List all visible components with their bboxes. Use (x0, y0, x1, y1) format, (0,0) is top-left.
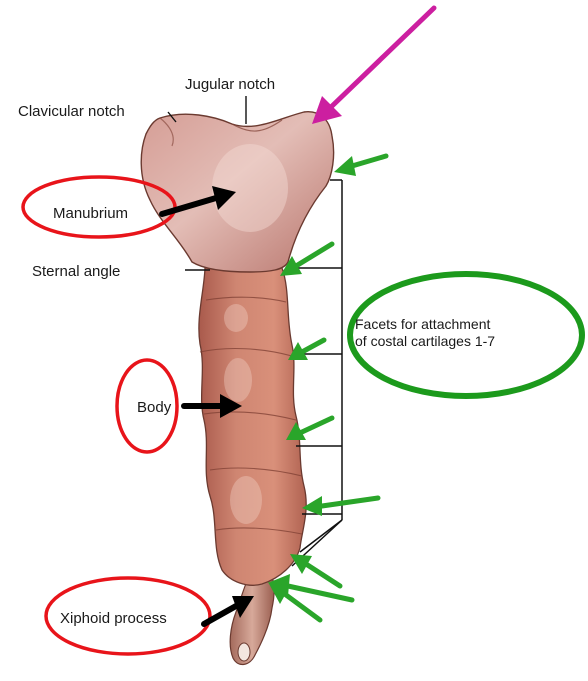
clavicular-notch-label: Clavicular notch (18, 103, 125, 121)
sternal-angle-label: Sternal angle (32, 263, 120, 281)
jugular-notch-arrow-icon (312, 8, 434, 124)
facets-label: Facets for attachment of costal cartilag… (355, 316, 495, 350)
xiphoid-process-label: Xiphoid process (60, 610, 167, 628)
facet-arrow-icon-1 (334, 156, 386, 176)
facet-arrow-icon-6 (290, 554, 340, 586)
body-label: Body (137, 399, 171, 417)
manubrium-label: Manubrium (53, 205, 128, 223)
sternum-body-bone (199, 265, 306, 585)
jugular-notch-label: Jugular notch (185, 76, 275, 94)
facets-label-line-1: Facets for attachment (355, 316, 495, 333)
facet-arrow-icon-5 (302, 496, 378, 516)
facets-label-line-2: of costal cartilages 1-7 (355, 333, 495, 350)
